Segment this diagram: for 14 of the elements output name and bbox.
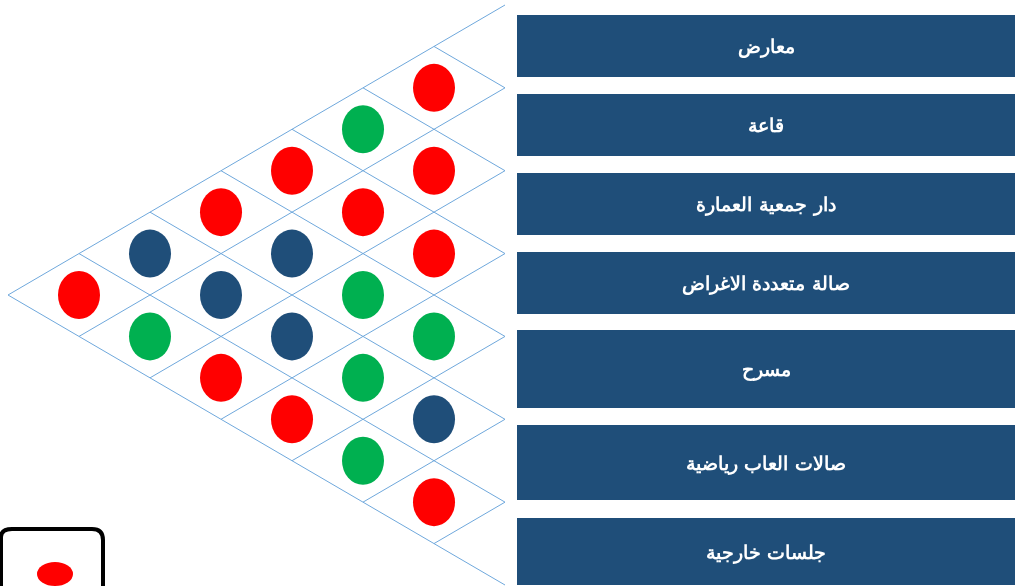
category-label: مسرح	[741, 358, 791, 380]
category-label: صالة متعددة الاغراض	[681, 272, 851, 294]
category-box	[517, 15, 1015, 77]
category-label: معارض	[737, 35, 795, 57]
category-box	[517, 425, 1015, 500]
category-label: قاعة	[748, 114, 784, 136]
category-label: جلسات خارجية	[705, 540, 827, 563]
category-label: صالات العاب رياضية	[685, 451, 847, 474]
category-box	[517, 173, 1015, 235]
category-box	[517, 330, 1015, 408]
category-label: دار جمعية العمارة	[696, 193, 836, 215]
category-box	[517, 94, 1015, 156]
category-box	[517, 252, 1015, 314]
category-box	[517, 518, 1015, 585]
